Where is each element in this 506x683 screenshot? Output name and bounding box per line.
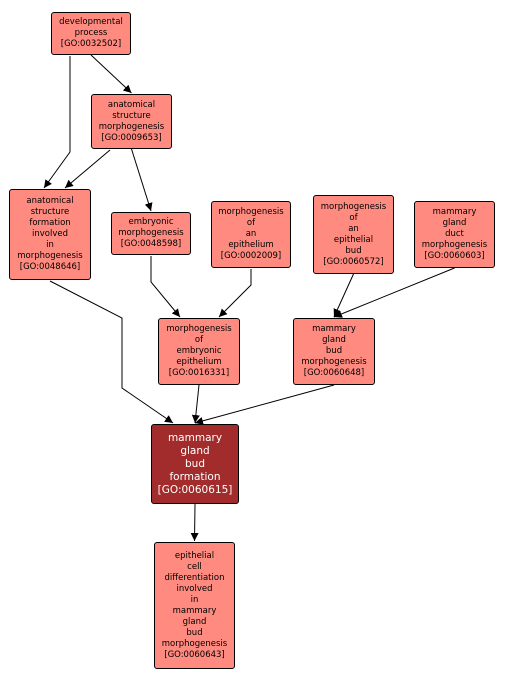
node-label-line: bud [186,627,203,638]
edge-dev-to-asf [43,56,71,189]
node-label-line: structure [30,207,70,217]
node-label-line: [GO:0048598] [120,239,182,249]
node-label-line: bud [185,457,205,470]
node-label-line: [GO:0016331] [168,368,230,378]
node-morphogenesis-of-an-epithelium[interactable]: morphogenesis of an epithelium [GO:00020… [211,201,291,268]
edge-mee-to-mgbf [191,384,200,424]
node-label-line: [GO:0060648] [303,368,365,378]
node-morphogenesis-of-embryonic-epithelium[interactable]: morphogenesis of embryonic epithelium [G… [158,318,240,385]
node-label-line: epithelial [333,234,374,245]
node-label-line: morphogenesis [320,201,387,212]
node-developmental-process[interactable]: developmental process [GO:0032502] [51,12,131,55]
node-label-line: anatomical [26,196,74,206]
node-mammary-gland-bud-morphogenesis[interactable]: mammary gland bud morphogenesis [GO:0060… [293,318,375,385]
node-embryonic-morphogenesis[interactable]: embryonic morphogenesis [GO:0048598] [111,212,191,255]
node-label-line: mammary [172,605,217,616]
node-label-line: involved [176,583,213,594]
node-label-line: epithelium [176,357,222,367]
edge-asm-to-emb [131,148,153,212]
node-label-line: [GO:0060615] [157,483,233,496]
node-label-line: [GO:0060603] [424,251,485,261]
node-label-line: developmental [59,17,123,27]
node-label-line: [GO:0009653] [101,132,162,143]
node-label-line: anatomical [107,99,156,110]
node-anatomical-structure-formation[interactable]: anatomical structure formation involved … [9,189,91,280]
edge-emb-to-mee [150,256,181,318]
node-label-line: differentiation [164,572,225,583]
node-label-line: gland [322,335,346,345]
node-label-line: mammary [167,431,223,444]
node-mammary-gland-duct-morphogenesis[interactable]: mammary gland duct morphogenesis [GO:006… [414,201,495,268]
node-label-line: [GO:0032502] [60,39,122,49]
node-label-line: of [246,218,256,228]
node-label-line: structure [112,110,151,121]
node-label-line: embryonic [128,217,174,227]
edge-moe-to-mee [218,269,252,318]
node-label-line: cell [187,561,202,572]
edge-dev-to-asm [90,54,132,94]
node-label-line: of [349,212,358,223]
edge-meb-to-mgb [333,273,354,318]
node-anatomical-structure-morphogenesis[interactable]: anatomical structure morphogenesis [GO:0… [91,94,172,149]
node-label-line: embryonic [176,346,222,356]
node-label-line: morphogenesis [166,324,232,334]
node-label-line: mammary [432,207,477,217]
node-label-line: duct [445,229,464,239]
node-label-line: epithelium [228,240,274,250]
node-mammary-gland-bud-formation[interactable]: mammary gland bud formation [GO:0060615] [151,424,239,504]
node-label-line: [GO:0060572] [323,256,384,267]
node-label-line: gland [442,218,467,228]
node-label-line: [GO:0060643] [164,649,225,660]
node-label-line: bud [345,245,362,256]
node-label-line: [GO:0002009] [220,251,282,261]
node-label-line: morphogenesis [301,357,367,367]
node-label-line: mammary [312,324,356,334]
node-label-line: morphogenesis [98,121,165,132]
node-label-line: an [245,229,257,239]
node-label-line: morphogenesis [421,240,488,250]
node-label-line: involved [32,229,68,239]
node-label-line: morphogenesis [118,228,184,238]
node-label-line: an [348,223,359,234]
node-label-line: epithelial [174,550,215,561]
node-label-line: gland [182,616,207,627]
node-label-line: formation [169,470,221,483]
node-label-line: morphogenesis [161,638,228,649]
node-label-line: [GO:0048646] [19,262,81,272]
node-label-line: of [194,335,204,345]
node-label-line: morphogenesis [218,207,284,217]
node-label-line: in [190,594,199,605]
edge-mgb-to-mgbf [194,384,335,425]
node-epithelial-cell-differentiation[interactable]: epithelial cell differentiation involved… [154,542,235,669]
node-label-line: in [46,240,54,250]
edge-asm-to-asf [64,149,111,189]
node-label-line: morphogenesis [17,251,83,261]
node-label-line: process [74,28,108,38]
node-label-line: bud [325,346,343,356]
edge-mgbf-to-ecd [190,503,199,542]
node-label-line: gland [180,444,210,457]
node-morphogenesis-of-an-epithelial-bud[interactable]: morphogenesis of an epithelial bud [GO:0… [313,195,394,274]
node-label-line: formation [29,218,71,228]
edge-mgd-to-mgb [333,267,455,318]
edge-asf-to-mgbf [49,280,174,424]
